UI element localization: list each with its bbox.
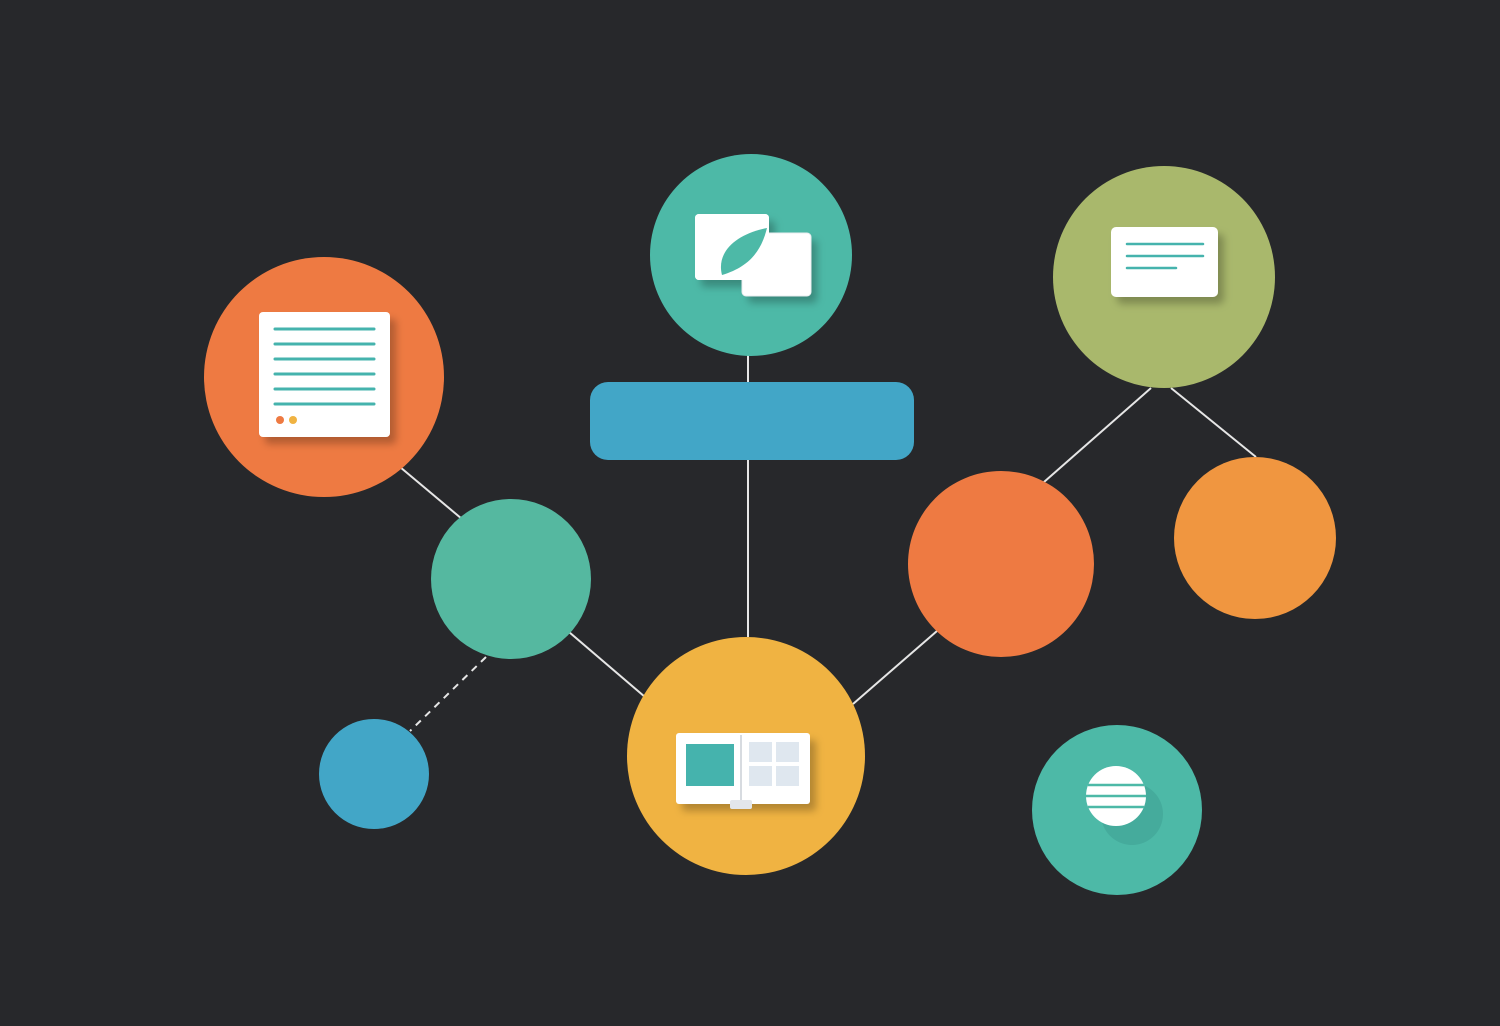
document-node[interactable] — [204, 257, 444, 497]
book-node[interactable] — [627, 637, 865, 875]
chat-node[interactable] — [650, 154, 852, 356]
right-orange-node[interactable] — [908, 471, 1094, 657]
edge-hub-small-blue — [409, 656, 487, 732]
small-blue-node[interactable] — [319, 719, 429, 829]
globe-node[interactable] — [1032, 725, 1202, 895]
hub-node[interactable] — [431, 499, 591, 659]
connectors — [399, 355, 1257, 732]
edge-right-orange-message — [1043, 387, 1152, 483]
edge-book-right-orange — [852, 630, 938, 705]
message-card-icon — [1111, 227, 1218, 297]
far-right-orange-node[interactable] — [1174, 457, 1336, 619]
title-bar[interactable] — [590, 382, 914, 460]
edge-message-far-right — [1170, 387, 1257, 458]
edge-document-hub — [399, 466, 463, 520]
edge-hub-book — [568, 631, 646, 698]
globe-icon — [1086, 766, 1163, 845]
message-node[interactable] — [1053, 166, 1275, 388]
